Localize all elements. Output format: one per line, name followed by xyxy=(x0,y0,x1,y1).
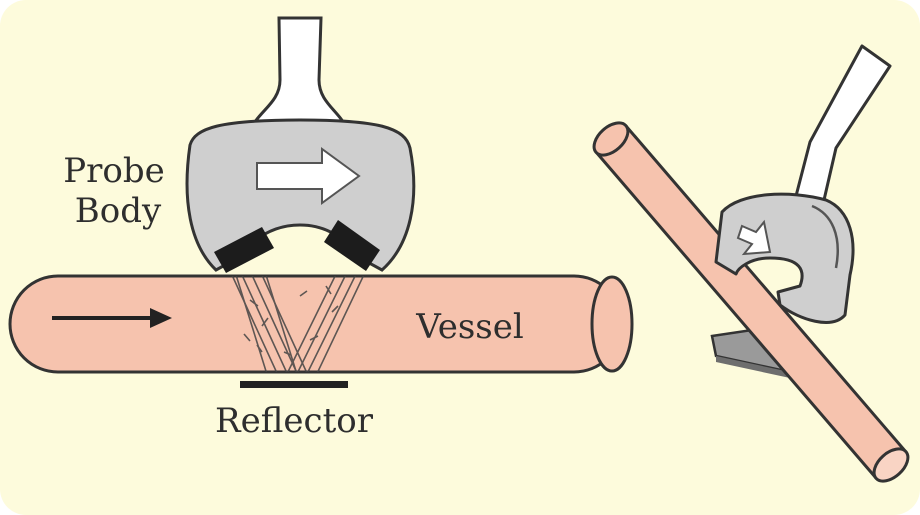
probe-body-label-line2: Body xyxy=(75,191,162,231)
clip-body-edge xyxy=(811,204,839,269)
clip-arrow-icon xyxy=(736,219,772,256)
clip-probe-body xyxy=(714,192,855,324)
ultrasound-beams xyxy=(225,276,371,372)
probe-body-label-line1: Probe xyxy=(63,151,165,191)
diagonal-vessel xyxy=(592,121,910,483)
flow-arrow-icon xyxy=(52,308,172,328)
probe-body xyxy=(185,118,416,272)
transducer-left xyxy=(214,227,274,273)
reflector-plate xyxy=(240,381,348,388)
transducer-right xyxy=(324,220,380,271)
probe-arrow-icon xyxy=(256,147,361,205)
reflector-label: Reflector xyxy=(215,401,374,441)
vessel-tube xyxy=(8,274,634,374)
vessel-label: Vessel xyxy=(415,307,523,347)
